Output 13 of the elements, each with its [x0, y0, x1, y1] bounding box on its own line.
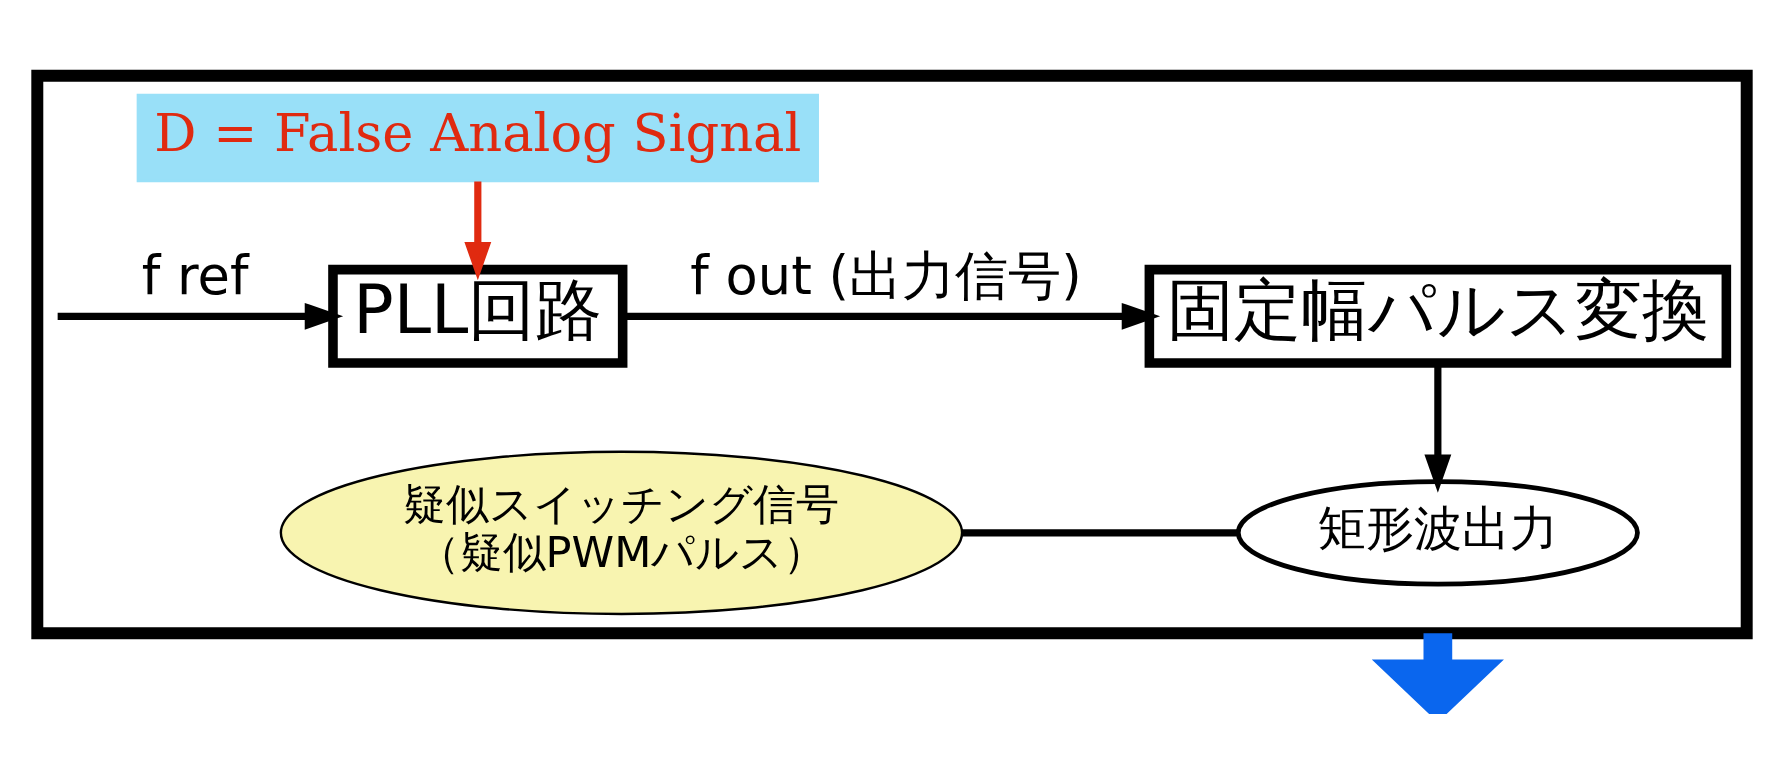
arrow	[57, 302, 344, 330]
edge-label: f out (出力信号)	[690, 244, 1082, 306]
node-box: D = False Analog Signal	[136, 93, 819, 183]
node-ellipse: 矩形波出力	[1235, 479, 1640, 587]
arrow	[1371, 633, 1504, 714]
arrow	[464, 181, 492, 281]
node-box: 固定幅パルス変換	[1144, 264, 1732, 368]
connector	[961, 529, 1238, 537]
arrow	[1424, 363, 1452, 493]
cluster	[31, 69, 1753, 640]
node-box: PLL回路	[328, 264, 628, 368]
node-ellipse: 疑似スイッチング信号 （疑似PWMパルス）	[279, 450, 964, 616]
edge-label: f ref	[141, 244, 249, 306]
